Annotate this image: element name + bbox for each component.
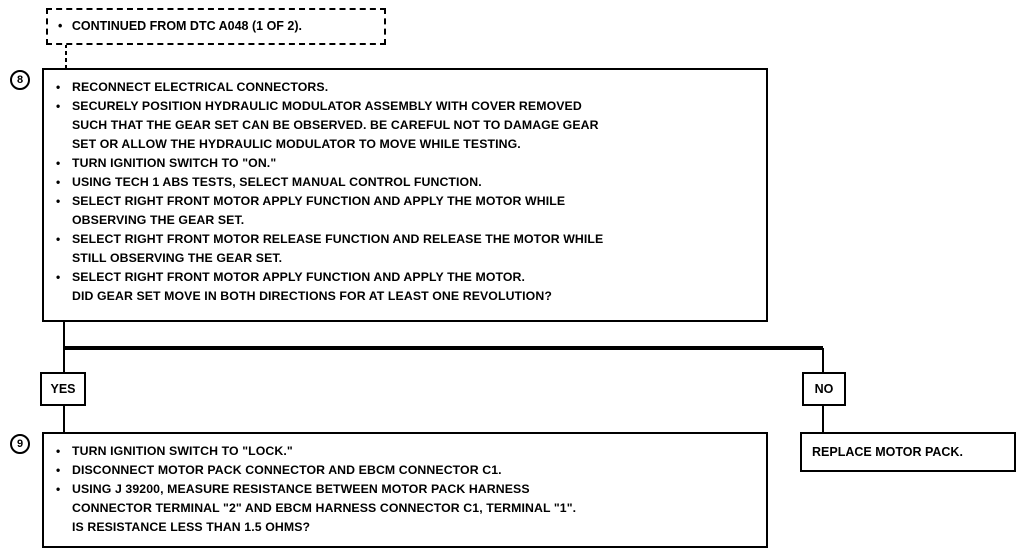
- instruction-continuation: DID GEAR SET MOVE IN BOTH DIRECTIONS FOR…: [72, 289, 552, 303]
- instruction-item: SECURELY POSITION HYDRAULIC MODULATOR AS…: [54, 97, 766, 116]
- instruction-item: TURN IGNITION SWITCH TO "LOCK.": [54, 442, 766, 461]
- instruction-continuation: OBSERVING THE GEAR SET.: [72, 213, 245, 227]
- instruction-item: RECONNECT ELECTRICAL CONNECTORS.: [54, 78, 766, 97]
- continued-from-box: • CONTINUED FROM DTC A048 (1 OF 2).: [46, 8, 386, 45]
- header-bullet: •: [58, 19, 63, 33]
- instruction-item: DISCONNECT MOTOR PACK CONNECTOR AND EBCM…: [54, 461, 766, 480]
- instruction-continuation: SUCH THAT THE GEAR SET CAN BE OBSERVED. …: [72, 118, 599, 132]
- replace-motor-pack-box: REPLACE MOTOR PACK.: [800, 432, 1016, 472]
- instruction-item: SELECT RIGHT FRONT MOTOR APPLY FUNCTION …: [54, 192, 766, 211]
- instruction-item: TURN IGNITION SWITCH TO "ON.": [54, 154, 766, 173]
- step-9-box: TURN IGNITION SWITCH TO "LOCK."DISCONNEC…: [42, 432, 768, 548]
- instruction-continuation: CONNECTOR TERMINAL "2" AND EBCM HARNESS …: [72, 501, 577, 515]
- instruction-continuation: SET OR ALLOW THE HYDRAULIC MODULATOR TO …: [72, 137, 521, 151]
- instruction-item: USING J 39200, MEASURE RESISTANCE BETWEE…: [54, 480, 766, 499]
- step-8-box: RECONNECT ELECTRICAL CONNECTORS.SECURELY…: [42, 68, 768, 322]
- step-9-number: 9: [10, 434, 30, 454]
- instruction-item: USING TECH 1 ABS TESTS, SELECT MANUAL CO…: [54, 173, 766, 192]
- step-8-number: 8: [10, 70, 30, 90]
- instruction-continuation: STILL OBSERVING THE GEAR SET.: [72, 251, 283, 265]
- step-9-instructions: TURN IGNITION SWITCH TO "LOCK."DISCONNEC…: [54, 442, 766, 537]
- instruction-continuation: IS RESISTANCE LESS THAN 1.5 OHMS?: [72, 520, 311, 534]
- instruction-item: SELECT RIGHT FRONT MOTOR APPLY FUNCTION …: [54, 268, 766, 287]
- yes-label: YES: [40, 372, 86, 406]
- step-8-instructions: RECONNECT ELECTRICAL CONNECTORS.SECURELY…: [54, 78, 766, 306]
- header-text: CONTINUED FROM DTC A048 (1 OF 2).: [71, 19, 302, 33]
- instruction-item: SELECT RIGHT FRONT MOTOR RELEASE FUNCTIO…: [54, 230, 766, 249]
- no-label: NO: [802, 372, 846, 406]
